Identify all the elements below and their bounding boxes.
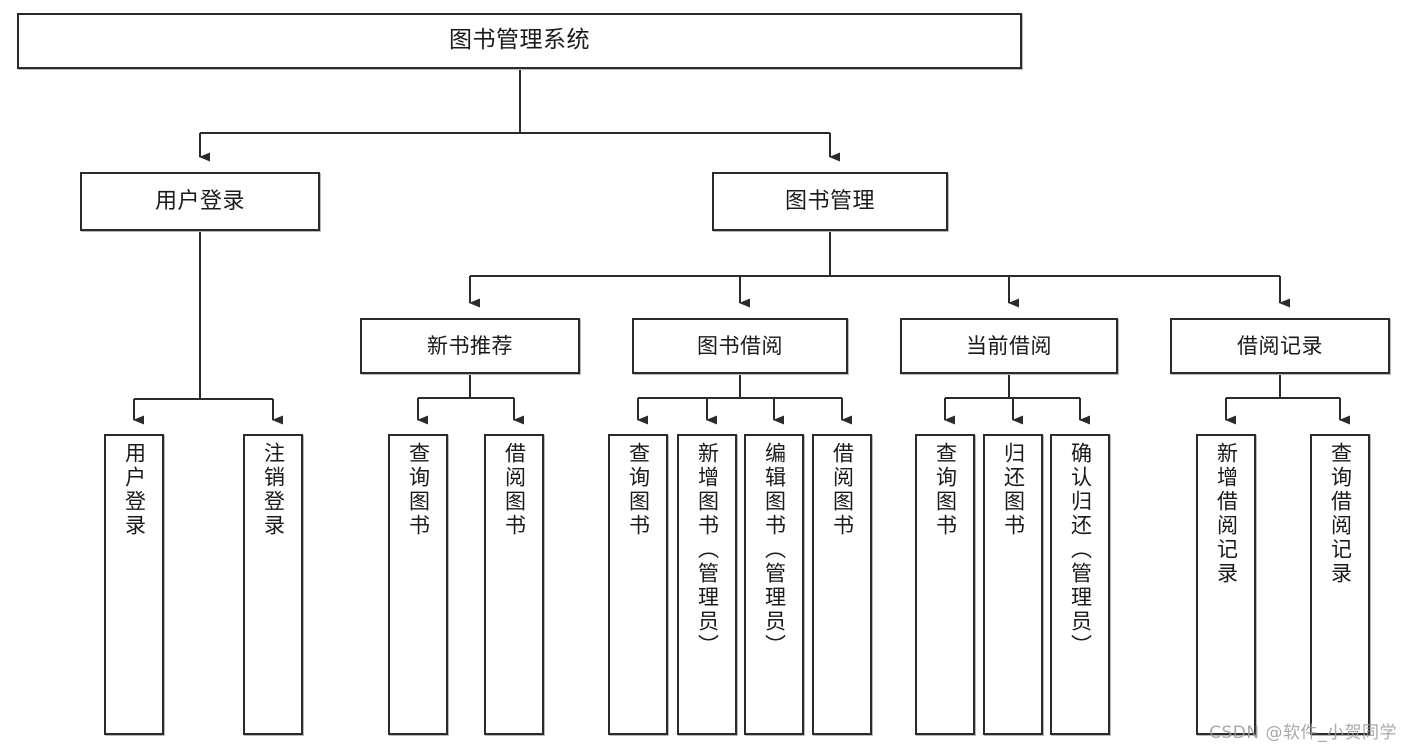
node-user-login[interactable]: 用户登录 xyxy=(80,172,320,231)
node-label: 借阅图书 xyxy=(502,442,527,538)
node-label: 借阅记录 xyxy=(1237,333,1323,358)
node-leaf-return-book[interactable]: 归还图书 xyxy=(983,434,1043,735)
node-book-borrow[interactable]: 图书借阅 xyxy=(632,318,848,374)
node-label: 图书管理系统 xyxy=(449,27,590,54)
node-label: 用户登录 xyxy=(122,442,147,538)
node-label: 新增借阅记录 xyxy=(1214,442,1239,586)
node-leaf-edit-book[interactable]: 编辑图书（管理员） xyxy=(744,434,804,735)
node-label: 用户登录 xyxy=(154,188,245,214)
node-label: 查询图书 xyxy=(406,442,431,538)
node-new-book-recommend[interactable]: 新书推荐 xyxy=(360,318,580,374)
node-leaf-borrow-book-1[interactable]: 借阅图书 xyxy=(484,434,544,735)
node-label: 注销登录 xyxy=(261,442,286,538)
watermark-text: CSDN @软件_小贺同学 xyxy=(1209,723,1397,743)
node-label: 归还图书 xyxy=(1001,442,1026,538)
node-leaf-confirm-return[interactable]: 确认归还（管理员） xyxy=(1050,434,1110,735)
node-leaf-user-login[interactable]: 用户登录 xyxy=(104,434,164,735)
node-label: 新书推荐 xyxy=(427,333,513,358)
node-leaf-query-record[interactable]: 查询借阅记录 xyxy=(1310,434,1370,735)
node-label: 借阅图书 xyxy=(830,442,855,538)
node-leaf-user-logout[interactable]: 注销登录 xyxy=(243,434,303,735)
node-label: 查询图书 xyxy=(933,442,958,538)
node-label: 确认归还（管理员） xyxy=(1068,442,1093,658)
node-label: 编辑图书（管理员） xyxy=(762,442,787,658)
node-leaf-query-book-1[interactable]: 查询图书 xyxy=(388,434,448,735)
node-label: 查询借阅记录 xyxy=(1328,442,1353,586)
node-label: 图书借阅 xyxy=(697,333,783,358)
node-leaf-add-book[interactable]: 新增图书（管理员） xyxy=(677,434,737,735)
node-book-management[interactable]: 图书管理 xyxy=(712,172,948,231)
node-label: 当前借阅 xyxy=(966,333,1052,358)
node-leaf-query-book-2[interactable]: 查询图书 xyxy=(608,434,668,735)
node-current-borrow[interactable]: 当前借阅 xyxy=(900,318,1118,374)
node-leaf-query-book-3[interactable]: 查询图书 xyxy=(915,434,975,735)
node-root-system[interactable]: 图书管理系统 xyxy=(17,13,1022,69)
node-label: 查询图书 xyxy=(626,442,651,538)
node-leaf-borrow-book-2[interactable]: 借阅图书 xyxy=(812,434,872,735)
node-label: 新增图书（管理员） xyxy=(695,442,720,658)
node-borrow-record[interactable]: 借阅记录 xyxy=(1170,318,1390,374)
node-label: 图书管理 xyxy=(784,188,875,214)
node-leaf-add-record[interactable]: 新增借阅记录 xyxy=(1196,434,1256,735)
